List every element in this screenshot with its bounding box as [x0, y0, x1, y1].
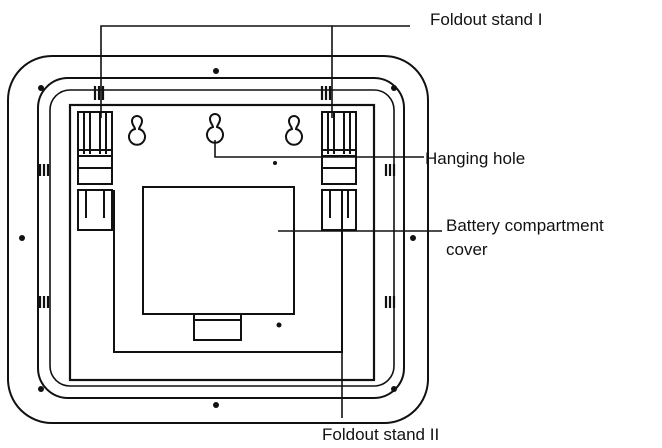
marker-dot [276, 322, 282, 328]
screw-icon [38, 386, 44, 392]
screw-icon [19, 235, 25, 241]
grip-slot-top-left [93, 86, 105, 100]
hinge-right-upper [321, 111, 357, 185]
screw-icon [38, 85, 44, 91]
screw-icon [391, 386, 397, 392]
label-foldout-stand-1: Foldout stand I [430, 10, 542, 29]
hinge-right-lower [321, 189, 357, 231]
grip-slots [38, 86, 396, 308]
keyhole-icon [128, 114, 146, 146]
housing-outer-edge [7, 55, 429, 424]
grip-slot-left-bottom [38, 296, 50, 308]
keyhole-icon [206, 112, 224, 144]
back-panel [68, 103, 376, 382]
housing-inner-edge [37, 77, 405, 399]
foldout-stand-2-frame [113, 190, 343, 353]
grip-slot-right-bottom [384, 296, 396, 308]
device-housing [7, 55, 429, 424]
hinge-right [321, 111, 357, 231]
label-hanging-hole: Hanging hole [425, 149, 525, 168]
label-battery-compartment: Battery compartment [446, 216, 604, 235]
hinge-left-upper [77, 111, 113, 185]
keyhole-icon [285, 114, 303, 146]
hinge-left [77, 111, 113, 231]
battery-cover-panel [142, 186, 295, 315]
battery-cover-tab [193, 313, 242, 341]
grip-slot-left-top [38, 164, 50, 176]
screw-icon [391, 85, 397, 91]
housing-recess [49, 89, 395, 387]
hinge-left-lower [77, 189, 113, 231]
callout-lines [100, 25, 442, 418]
battery-compartment-cover [142, 186, 295, 341]
label-foldout-stand-2: Foldout stand II [322, 425, 439, 444]
label-battery-cover: cover [446, 240, 488, 259]
callout-foldout-stand-1 [100, 25, 333, 118]
grip-slot-right-top [384, 164, 396, 176]
screw-icon [213, 402, 219, 408]
marker-dot [273, 161, 277, 165]
screw-icon [213, 68, 219, 74]
grip-slot-top-right [320, 86, 332, 100]
callout-hanging-hole [214, 140, 424, 158]
screws [19, 68, 416, 408]
screw-icon [410, 235, 416, 241]
